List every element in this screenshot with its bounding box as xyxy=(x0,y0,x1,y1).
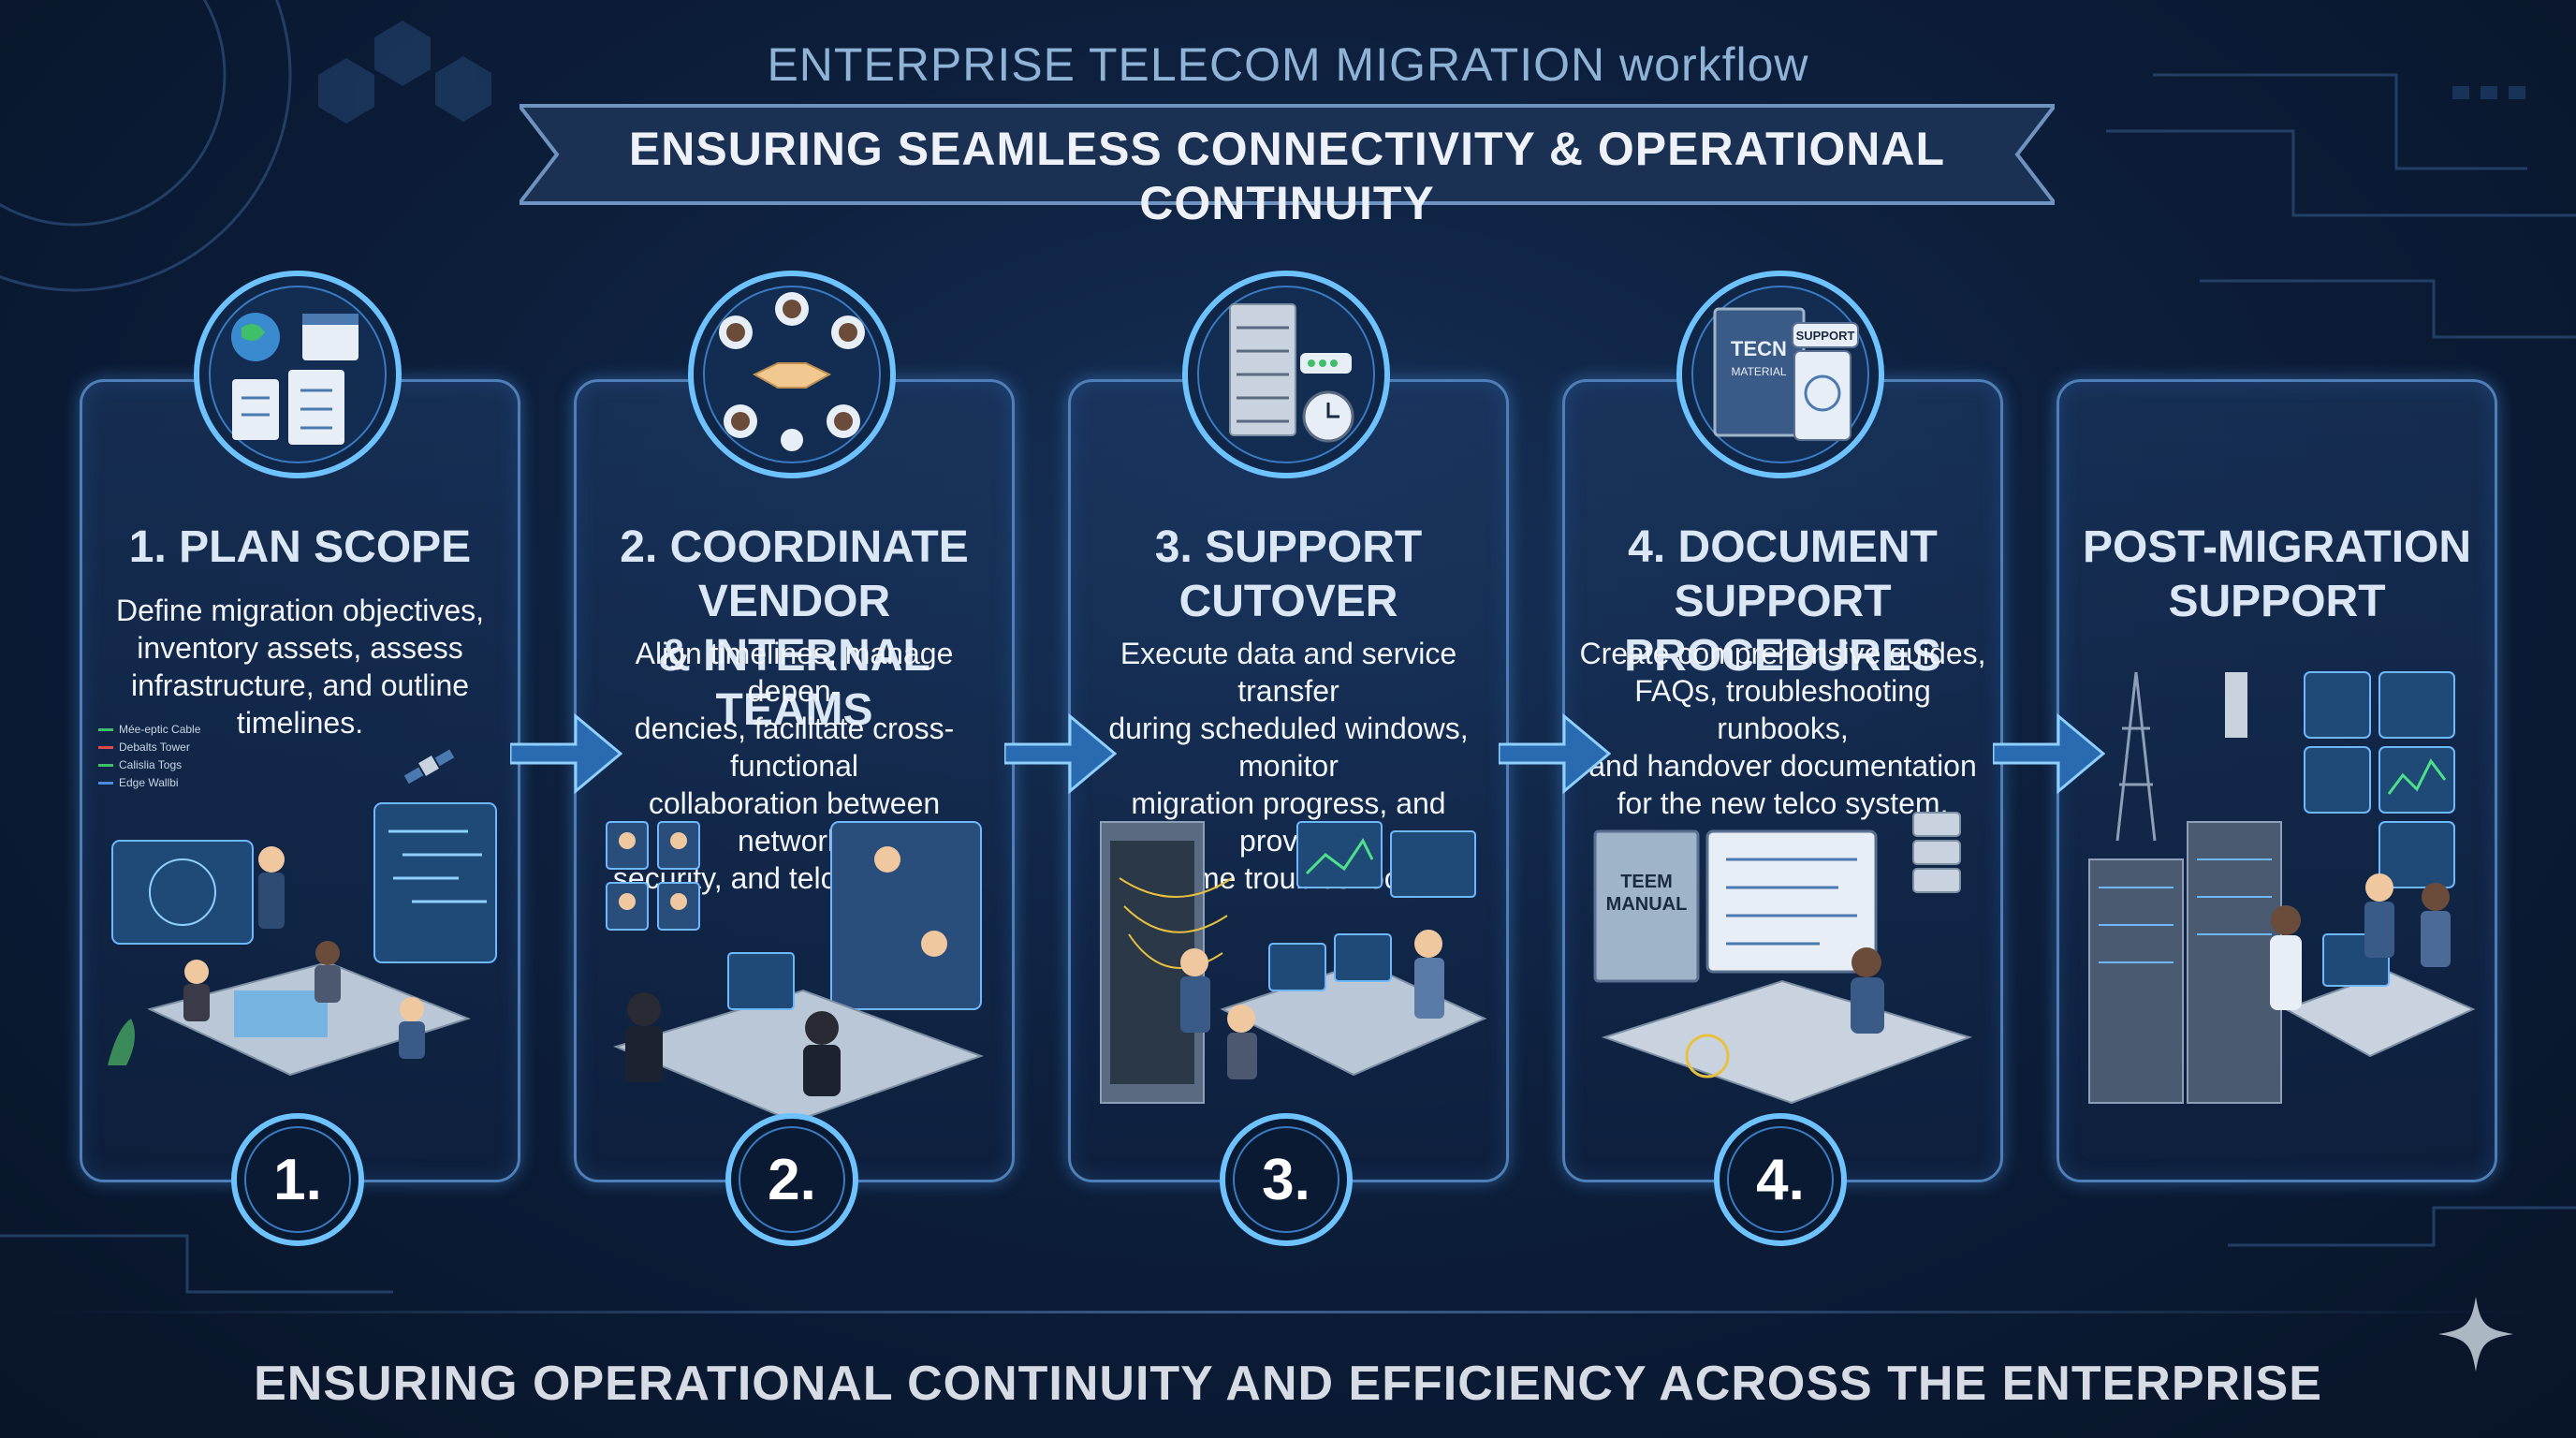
step-card-post-migration-support: POST-MIGRATION SUPPORT xyxy=(2056,379,2497,1182)
operations-center-illustration xyxy=(2088,671,2476,1104)
step-description-line: dencies, facilitate cross-functional xyxy=(634,712,955,783)
planning-icon xyxy=(194,271,402,478)
flow-arrow-icon xyxy=(1993,712,2105,795)
manual-book-label: MANUAL xyxy=(1606,894,1688,915)
step-card-document-procedures: 4. DOCUMENT SUPPORT PROCEDURES Create co… xyxy=(1562,379,2003,1182)
step-number-badge xyxy=(1714,1113,1847,1246)
step-title-line: 3. SUPPORT xyxy=(1154,522,1423,572)
map-legend: Mée-eptic Cable Debalts Tower Calislia T… xyxy=(98,721,200,792)
step-description-line: inventory assets, assess xyxy=(137,631,463,665)
step-title-line: SUPPORT xyxy=(2168,577,2386,626)
step-number-badge xyxy=(725,1113,858,1246)
step-title-line: SUPPORT PROCEDURES xyxy=(1624,577,1941,681)
step-description-line: during scheduled windows, monitor xyxy=(1108,712,1469,783)
server-clock-icon xyxy=(1182,271,1390,478)
step-description-line: FAQs, troubleshooting runbooks, xyxy=(1634,674,1931,745)
flow-arrow-icon xyxy=(1499,712,1611,795)
step-title-line: 4. DOCUMENT xyxy=(1628,522,1938,572)
video-conference-illustration xyxy=(606,821,984,1123)
data-center-cutover-illustration xyxy=(1100,821,1487,1104)
title-banner xyxy=(520,104,2055,205)
step-description-line: migration progress, and provide xyxy=(1131,786,1446,858)
step-description: Define migration objectives, inventory a… xyxy=(94,592,506,741)
step-description: Create comprehensive guides, FAQs, troub… xyxy=(1576,635,1989,822)
satellite-icon xyxy=(403,749,455,785)
step-description-line: Execute data and service transfer xyxy=(1120,637,1457,708)
subtitle-banner-text: ENSURING SEAMLESS CONNECTIVITY & OPERATI… xyxy=(628,123,1946,229)
page-title: ENTERPRISE TELECOM MIGRATION workflow xyxy=(767,38,1809,91)
step-title: 1. PLAN SCOPE xyxy=(82,521,518,575)
step-description-line: for the new telco system. xyxy=(1617,786,1949,820)
step-title: 4. DOCUMENT SUPPORT PROCEDURES xyxy=(1565,521,2000,683)
handshake-team-icon xyxy=(688,271,896,478)
step-description-line: Create comprehensive guides, xyxy=(1579,637,1986,670)
footer-divider xyxy=(37,1311,2539,1313)
step-description-line: Define migration objectives, xyxy=(115,594,485,627)
step-title-line: 2. COORDINATE VENDOR xyxy=(620,522,969,626)
legend-item: Mée-eptic Cable xyxy=(98,721,200,739)
step-card-coordinate-teams: 2. COORDINATE VENDOR & INTERNAL TEAMS Al… xyxy=(574,379,1015,1182)
step-title: 2. COORDINATE VENDOR & INTERNAL TEAMS xyxy=(577,521,1012,738)
flow-arrow-icon xyxy=(1004,712,1117,795)
step-number: 4. xyxy=(1756,1148,1805,1212)
sparkle-icon xyxy=(2438,1297,2513,1372)
step-description-line: collaboration between network, xyxy=(648,786,941,858)
step-number-badge xyxy=(1220,1113,1353,1246)
step-description-line: Align timelines, manage depen- xyxy=(635,637,954,708)
step-title-line: POST-MIGRATION xyxy=(2082,522,2472,572)
legend-item: Debalts Tower xyxy=(98,739,200,756)
step-card-support-cutover: 3. SUPPORT CUTOVER Execute data and serv… xyxy=(1068,379,1509,1182)
manual-book-label: TEEM xyxy=(1620,872,1673,892)
step-title-line: 1. PLAN SCOPE xyxy=(128,522,472,572)
step-description-line: and handover documentation xyxy=(1588,749,1977,783)
support-bubble-label: SUPPORT xyxy=(1796,329,1855,343)
step-card-plan-scope: 1. PLAN SCOPE Define migration objective… xyxy=(80,379,520,1182)
step-number: 2. xyxy=(768,1148,816,1212)
step-title: 3. SUPPORT CUTOVER xyxy=(1071,521,1506,629)
planning-meeting-illustration xyxy=(108,802,497,1077)
legend-item: Calislia Togs xyxy=(98,756,200,774)
step-description-line: timelines. xyxy=(236,706,364,740)
flow-arrow-icon xyxy=(510,712,622,795)
documentation-desk-illustration: TEEM MANUAL xyxy=(1593,812,1973,1105)
step-title: POST-MIGRATION SUPPORT xyxy=(2059,521,2495,629)
step-title-line: CUTOVER xyxy=(1178,577,1398,626)
book-subtitle-label: MATERIAL xyxy=(1731,365,1786,378)
step-number: 3. xyxy=(1262,1148,1310,1212)
step-number: 1. xyxy=(273,1148,322,1212)
book-title-label: TECN xyxy=(1731,337,1787,360)
step-description-line: infrastructure, and outline xyxy=(130,668,470,702)
legend-item: Edge Wallbi xyxy=(98,774,200,792)
step-title-line: & INTERNAL TEAMS xyxy=(658,631,930,735)
footer-tagline: ENSURING OPERATIONAL CONTINUITY AND EFFI… xyxy=(254,1357,2322,1411)
step-number-badge xyxy=(231,1113,364,1246)
manual-support-icon: TECN MATERIAL SUPPORT xyxy=(1676,271,1884,478)
